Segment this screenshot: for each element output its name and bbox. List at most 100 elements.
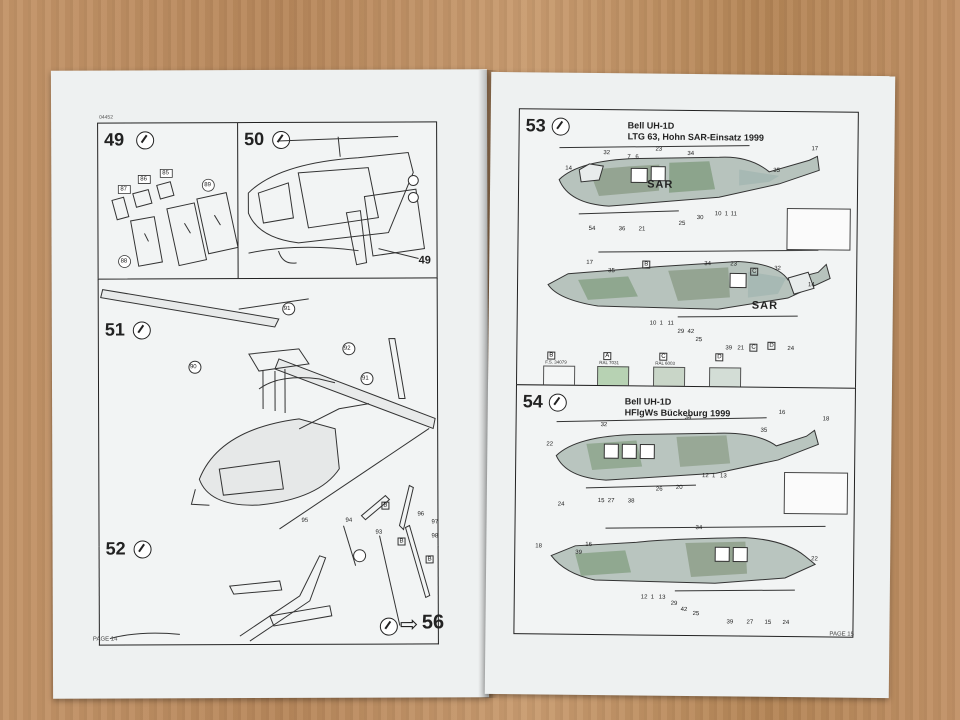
paint-swatch <box>542 365 576 386</box>
callout: 35 <box>608 268 615 275</box>
decal-sheet <box>783 471 849 515</box>
callout: 90 <box>189 364 197 371</box>
callout: 11 <box>667 320 674 327</box>
step-49-drawing <box>111 168 239 268</box>
callout: 86 <box>140 176 147 183</box>
callout: 35 <box>773 167 780 174</box>
callout-letter: B <box>397 537 406 546</box>
callout: 13 <box>720 473 727 480</box>
paint-swatch <box>596 366 630 387</box>
callout-letter: B <box>381 501 390 510</box>
step-52-drawing <box>109 484 431 642</box>
callout: 24 <box>787 346 795 353</box>
callout: 39 <box>575 549 582 556</box>
callout: 1 <box>724 211 729 218</box>
next-arrow-icon: ⇨ <box>399 611 419 637</box>
page-label: PAGE 15 <box>829 631 855 638</box>
callout: 15 <box>764 619 772 626</box>
next-step-ref: 56 <box>421 611 445 634</box>
callout: 12 <box>702 473 709 480</box>
helicopter-side-view-sar <box>547 145 831 318</box>
callout: 42 <box>687 328 695 336</box>
step-54-panel: 54 Bell UH-1D HFlgWs Bückeburg 1999 32 3… <box>513 384 856 638</box>
right-page: 04452 53 Bell UH-1D LTG 63, Hohn SAR-Ein… <box>484 71 896 699</box>
callout: 7 <box>627 154 631 161</box>
fuselage-marking: SAR <box>647 178 674 191</box>
callout: 35 <box>760 427 768 434</box>
paint-swatch <box>708 367 742 388</box>
callout: 6 <box>635 154 639 161</box>
callout-letter: D <box>767 341 776 350</box>
callout: 10 <box>714 211 722 218</box>
step-52-panel: 52 94 93 95 96 97 98 B B B ⇨ 56 <box>98 484 444 646</box>
callout-letter: B <box>425 555 434 564</box>
callout: 89 <box>204 182 212 189</box>
callout: 21 <box>737 345 745 352</box>
callout: 24 <box>782 619 790 627</box>
callout: 34 <box>684 414 692 422</box>
callout: 30 <box>696 215 704 222</box>
callout: 91 <box>361 375 369 382</box>
callout: 17 <box>811 146 819 153</box>
callout: 25 <box>678 220 686 227</box>
callout: 17 <box>586 259 593 266</box>
callout: 14 <box>808 282 815 289</box>
glue-icon <box>379 617 398 636</box>
callout: 92 <box>343 345 351 352</box>
callout: 49 <box>418 254 431 267</box>
callout: 91 <box>283 305 291 312</box>
callout: 16 <box>585 541 593 548</box>
callout: 26 <box>655 486 663 493</box>
callout: 38 <box>627 498 635 505</box>
callout: 10 <box>649 320 657 327</box>
callout: 32 <box>603 150 611 157</box>
callout: 97 <box>431 519 439 526</box>
decal-sheet <box>786 208 851 251</box>
callout: 88 <box>120 258 128 265</box>
callout: 18 <box>822 416 830 423</box>
callout: 98 <box>431 533 439 540</box>
callout: 54 <box>588 225 596 232</box>
callout: 15 <box>597 498 605 505</box>
callout: 23 <box>730 261 737 268</box>
step-50-drawing <box>247 136 426 266</box>
swatch-code: C <box>659 352 668 361</box>
step-53-panel: 53 Bell UH-1D LTG 63, Hohn SAR-Einsatz 1… <box>515 108 859 390</box>
swatch-label: RAL 7031 <box>599 360 620 366</box>
callout: 21 <box>638 226 646 233</box>
callout: 32 <box>600 422 608 429</box>
step-51-drawing <box>100 289 436 530</box>
callout: 18 <box>535 543 543 550</box>
swatch-label: F.S. 34079 <box>545 359 567 365</box>
callout: 1 <box>659 320 664 327</box>
callout: 39 <box>726 619 734 626</box>
callout: 39 <box>725 345 733 352</box>
step-49-panel: 49 87 86 85 89 88 <box>97 122 240 281</box>
callout: 96 <box>417 511 425 518</box>
callout: 24 <box>557 501 565 508</box>
callout: 36 <box>618 226 626 233</box>
callout: 25 <box>695 337 703 344</box>
callout: 93 <box>375 529 383 536</box>
callout: 27 <box>746 619 754 626</box>
helicopter-side-view-hflgws <box>550 417 826 592</box>
callout: 12 <box>640 594 648 601</box>
callout: 34 <box>704 261 711 268</box>
callout: 25 <box>692 611 700 618</box>
callout: 34 <box>687 150 695 158</box>
step-51-panel: 51 91 92 <box>97 277 439 549</box>
fuselage-marking: SAR <box>751 299 779 312</box>
callout: 16 <box>778 409 786 417</box>
page-label: PAGE 14 <box>92 636 118 643</box>
callout: 29 <box>670 600 678 607</box>
step-50-panel: 50 49 <box>237 121 438 281</box>
left-page: 04452 49 87 86 85 89 <box>50 69 490 699</box>
swatch-code: A <box>603 352 612 361</box>
callout: 34 <box>695 525 703 532</box>
callout: 42 <box>680 606 688 613</box>
callout-letter: C <box>750 267 759 276</box>
callout: 22 <box>546 441 554 448</box>
callout: 23 <box>655 146 663 153</box>
callout: 95 <box>301 517 309 524</box>
paint-swatch <box>652 366 686 387</box>
